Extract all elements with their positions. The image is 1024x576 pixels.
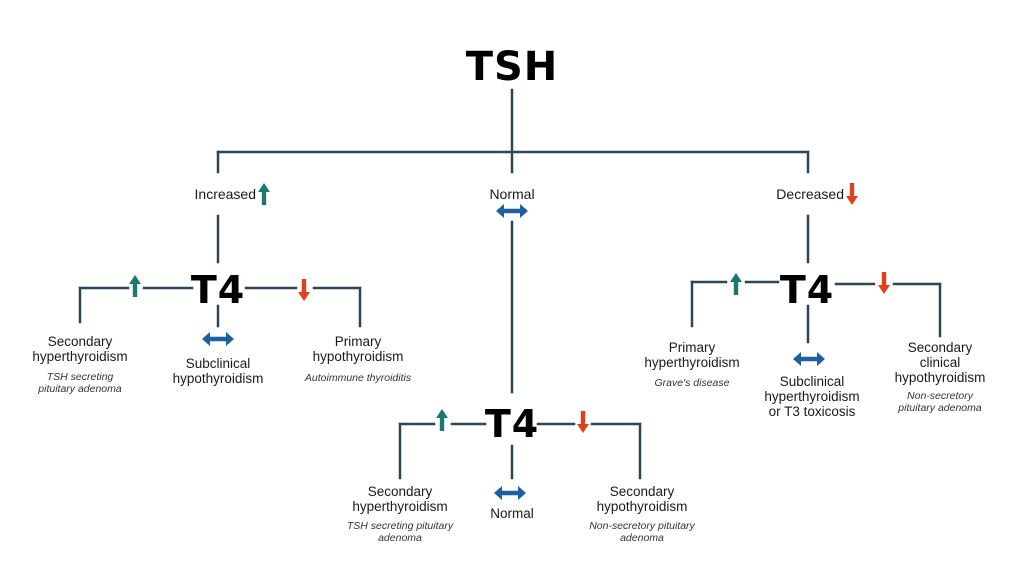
normal-t4-down-arrow-icon bbox=[577, 411, 589, 433]
normal-double-arrow-icon bbox=[496, 204, 528, 218]
normal-label: Normal bbox=[489, 186, 535, 202]
normal-normal-diagnosis: Normal bbox=[490, 506, 534, 521]
increased-t4-double-arrow-icon bbox=[202, 332, 234, 346]
root-title: TSH bbox=[465, 44, 559, 90]
increased-t4-up-arrow-icon bbox=[129, 275, 141, 297]
decreased-high-example: Grave's disease bbox=[654, 377, 730, 389]
decreased-label: Decreased bbox=[776, 186, 844, 202]
increased-t4-down-arrow-icon bbox=[298, 279, 310, 301]
increased-low-example: Autoimmune thyroiditis bbox=[304, 372, 412, 384]
decreased-t4-down-arrow-icon bbox=[878, 272, 890, 294]
increased-up-arrow-icon bbox=[258, 183, 270, 205]
normal-t4-title: T4 bbox=[484, 402, 540, 446]
decreased-down-arrow-icon bbox=[846, 183, 858, 205]
decreased-t4-title: T4 bbox=[779, 268, 835, 312]
increased-t4-title: T4 bbox=[190, 268, 246, 312]
normal-t4-double-arrow-icon bbox=[494, 486, 526, 500]
decreased-t4-double-arrow-icon bbox=[793, 352, 825, 366]
increased-label: Increased bbox=[194, 186, 256, 202]
decreased-t4-up-arrow-icon bbox=[730, 273, 742, 295]
normal-t4-up-arrow-icon bbox=[436, 409, 448, 431]
